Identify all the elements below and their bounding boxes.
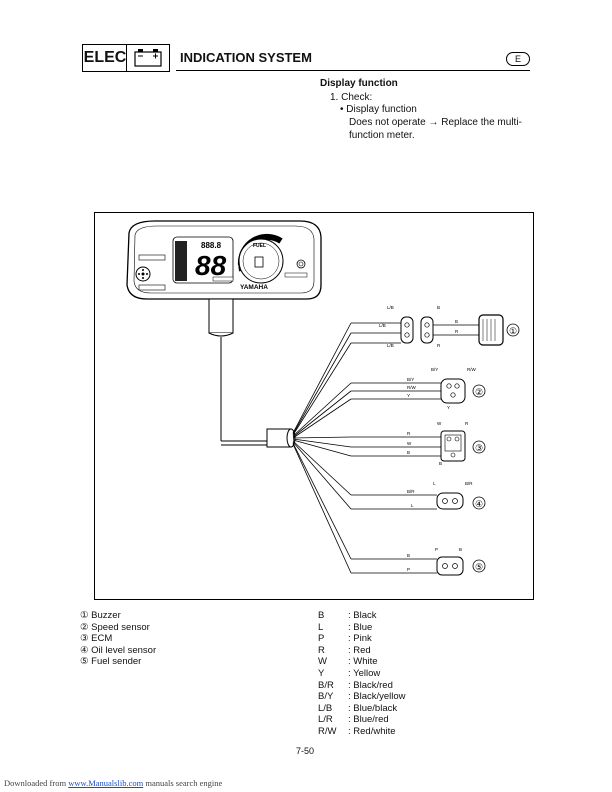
multi-function-meter: 88 888.8 FUEL YAMAHA [126,220,322,300]
speed-sensor-connector [440,378,466,404]
battery-icon [126,44,170,72]
legend-item: ② Speed sensor [80,621,150,633]
svg-text:B: B [407,450,410,455]
color-code-row: B: Black [318,610,377,621]
bullet-item: • Display function [340,104,417,115]
ecm-connector [440,430,466,462]
svg-text:B: B [459,547,462,552]
section-title: Display function [320,78,398,89]
svg-text:B/Y: B/Y [431,367,438,372]
svg-text:R: R [437,343,441,348]
wiring-diagram: 88 888.8 FUEL YAMAHA [94,212,534,600]
meter-small-digits: 888.8 [201,241,222,250]
fuel-sender-circuit: B P P B ⑤ [351,547,486,576]
fuel-sender-connector [436,556,464,576]
svg-text:P: P [407,567,410,572]
brand-logo: YAMAHA [240,284,268,291]
component-legend: ① Buzzer ② Speed sensor ③ ECM ④ Oil leve… [80,610,156,668]
color-code-row: R: Red [318,644,371,656]
buzzer-connector-b [420,316,434,344]
language-badge: E [506,52,530,66]
wire-color-legend: B: Black L: Blue P: Pink R: Red W: White… [318,610,406,738]
svg-text:L/B: L/B [387,305,394,310]
wire-harness [221,322,352,574]
color-code-row: B/R: Black/red [318,679,393,691]
legend-item: ⑤ Fuel sender [80,656,142,668]
svg-text:①: ① [509,326,517,336]
svg-text:Y: Y [447,405,450,410]
instruction-line-2: function meter. [349,130,415,141]
svg-text:R: R [407,431,411,436]
color-code-row: L/B: Blue/black [318,702,398,714]
svg-text:B: B [455,319,458,324]
buzzer-circuit: L/B L/B L/B B R B R ① [351,305,520,348]
color-code-row: Y: Yellow [318,667,381,679]
check-step: 1. Check: [330,92,373,103]
svg-text:P: P [435,547,438,552]
svg-text:R/W: R/W [407,385,417,390]
footer: Downloaded from www.Manualslib.com manua… [4,778,223,788]
fuel-label: FUEL [253,243,266,249]
svg-text:W: W [407,441,412,446]
meter-mode-button [138,254,166,261]
color-code-row: L/R: Blue/red [318,714,389,726]
svg-text:L: L [411,503,414,508]
svg-text:B: B [439,461,442,466]
svg-text:B/R: B/R [407,489,415,494]
speed-sensor-circuit: B/Y R/W Y B/Y R/W Y ② [351,367,486,410]
section-code: ELEC [82,44,127,72]
oil-level-circuit: B/R L L B/R ④ [351,481,486,510]
svg-text:B: B [437,305,440,310]
svg-text:Y: Y [407,393,410,398]
svg-text:B/Y: B/Y [407,377,414,382]
title-rule [176,70,530,71]
color-code-row: P: Pink [318,633,372,645]
legend-item: ④ Oil level sensor [80,644,157,656]
oil-sensor-connector [436,492,464,510]
page-number: 7-50 [296,746,315,756]
svg-text:B/R: B/R [465,481,473,486]
fuel-pump-icon [254,256,264,268]
meter-main-digits: 88 [195,250,227,281]
svg-text:R: R [455,329,459,334]
meter-cable [208,298,234,441]
page-title: INDICATION SYSTEM [180,50,312,65]
buzzer-connector-a [400,316,414,344]
ecm-circuit: R W B W R B ③ [351,421,486,466]
svg-text:②: ② [475,387,483,397]
svg-text:⑤: ⑤ [475,562,483,572]
color-code-row: R/W: Red/white [318,725,396,737]
svg-text:L/B: L/B [387,343,394,348]
color-code-row: B/Y: Black/yellow [318,691,406,703]
svg-text:④: ④ [475,499,483,509]
legend-item: ③ ECM [80,633,113,645]
color-code-row: W: White [318,656,378,668]
manualslib-link[interactable]: www.Manualslib.com [68,778,144,788]
svg-text:L/B: L/B [379,323,386,328]
svg-text:R/W: R/W [467,367,477,372]
svg-text:R: R [465,421,469,426]
instruction-line-1: Does not operate → Replace the multi- [349,117,522,128]
legend-item: ① Buzzer [80,610,121,621]
color-code-row: L: Blue [318,621,373,633]
meter-set-button [138,284,166,291]
svg-text:B: B [407,553,410,558]
svg-text:L: L [433,481,436,486]
svg-text:W: W [437,421,442,426]
svg-text:③: ③ [475,443,483,453]
